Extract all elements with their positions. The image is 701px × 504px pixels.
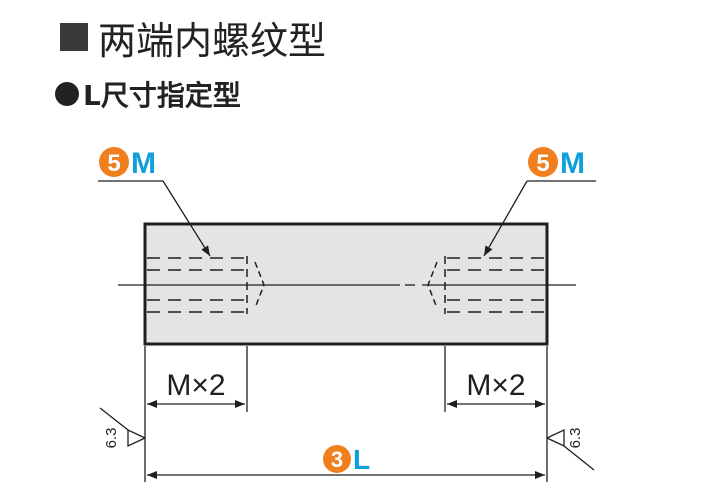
right-thread-callout: 5 M: [483, 147, 596, 257]
page-title: 两端内螺纹型: [60, 12, 327, 63]
shaft-body: [143, 222, 549, 346]
callout-number: 5: [107, 150, 120, 177]
callout-number: 5: [536, 150, 549, 177]
right-thread-hidden-lines: [427, 256, 545, 314]
title-text: 两端内螺纹型: [98, 18, 327, 63]
roughness-triangle: [127, 428, 146, 448]
left-thread-hidden-lines: [147, 256, 265, 314]
page-subtitle: L尺寸指定型: [55, 74, 241, 114]
callout-letter: M: [560, 147, 585, 180]
callout-number-circle: [99, 147, 129, 177]
extension-lines: [144, 346, 548, 482]
callout-number: 3: [331, 447, 343, 472]
right-surface-roughness-symbol: 6.3: [546, 428, 595, 471]
roughness-value: 6.3: [567, 428, 584, 449]
left-thread-callout: 5 M: [98, 147, 211, 257]
right-thread-depth-dimension: M×2: [447, 369, 545, 408]
callout-number-circle: [323, 445, 351, 473]
length-dimension: 3 L: [147, 444, 545, 479]
roughness-stem: [99, 407, 129, 431]
callout-number-circle: [528, 147, 558, 177]
callout-leader: [483, 180, 528, 257]
roughness-stem: [563, 445, 595, 471]
circle-bullet-icon: [55, 82, 79, 106]
left-thread-depth-dimension: M×2: [147, 369, 245, 408]
dimension-text: M×2: [466, 369, 525, 402]
callout-letter: L: [353, 444, 370, 475]
roughness-triangle: [546, 428, 565, 448]
subtitle-text: L尺寸指定型: [83, 79, 241, 112]
dimension-text: M×2: [166, 369, 225, 402]
left-surface-roughness-symbol: 6.3: [99, 407, 146, 449]
callout-leader: [162, 180, 211, 257]
callout-letter: M: [131, 147, 156, 180]
square-bullet-icon: [60, 23, 88, 51]
roughness-value: 6.3: [103, 428, 120, 449]
